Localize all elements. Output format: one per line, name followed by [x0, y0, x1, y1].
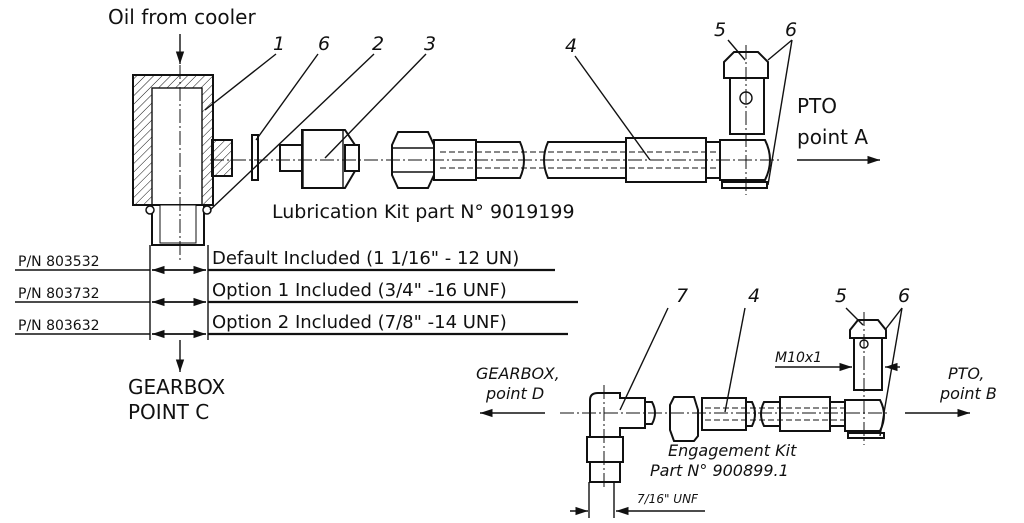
svg-text:5: 5 — [714, 19, 726, 41]
adapter-part-2 — [279, 129, 360, 189]
gearbox-point-c-line1: GEARBOX — [128, 375, 226, 399]
table-row: P/N 803632 Option 2 Included (7/8" -14 U… — [15, 312, 568, 339]
svg-text:2: 2 — [372, 33, 384, 55]
svg-text:7: 7 — [676, 285, 688, 307]
svg-text:P/N 803732: P/N 803732 — [18, 286, 100, 302]
banjo-bolt-part-5-bottom — [844, 312, 887, 445]
engagement-hose-part-4 — [669, 396, 846, 442]
elbow-fitting-part-7 — [586, 385, 656, 490]
svg-text:3: 3 — [424, 33, 436, 55]
svg-text:Option 2 Included (7/8" -14 UN: Option 2 Included (7/8" -14 UNF) — [212, 312, 507, 333]
svg-text:1: 1 — [273, 33, 285, 55]
gearbox-point-c-line2: POINT C — [128, 400, 209, 424]
pto-point-a-line2: point A — [797, 125, 868, 149]
bottom-callouts: 7 4 5 6 — [619, 285, 910, 437]
banjo-eye-and-bolt-part-5 — [719, 45, 771, 195]
thread-unf-label: 7/16" UNF — [637, 492, 699, 506]
engagement-kit-line2: Part N° 900899.1 — [650, 461, 789, 480]
svg-text:4: 4 — [748, 285, 760, 307]
svg-text:Default Included (1 1/16" - 12: Default Included (1 1/16" - 12 UN) — [212, 248, 519, 269]
options-table: P/N 803532 Default Included (1 1/16" - 1… — [15, 245, 578, 340]
pto-point-b-line1: PTO, — [948, 364, 984, 383]
gearbox-point-d-line1: GEARBOX, — [476, 364, 560, 383]
washer-part-6 — [251, 134, 259, 181]
lubrication-kit-label: Lubrication Kit part N° 9019199 — [272, 201, 575, 223]
fitting-body-part-1 — [132, 65, 233, 262]
pto-point-a-line1: PTO — [797, 94, 837, 118]
top-callouts: 1 6 2 3 4 5 6 — [204, 19, 797, 211]
svg-text:5: 5 — [835, 285, 847, 307]
svg-text:6: 6 — [318, 33, 330, 55]
svg-text:6: 6 — [785, 19, 797, 41]
hose-nut-part-3 — [391, 131, 525, 189]
engagement-kit-line1: Engagement Kit — [668, 441, 797, 460]
svg-text:4: 4 — [565, 35, 577, 57]
thread-m10x1-label: M10x1 — [775, 350, 822, 366]
table-row: P/N 803532 Default Included (1 1/16" - 1… — [15, 248, 555, 275]
svg-text:P/N 803632: P/N 803632 — [18, 318, 100, 334]
oil-from-cooler-label: Oil from cooler — [108, 5, 256, 29]
pto-point-b-line2: point B — [939, 384, 997, 403]
svg-text:P/N 803532: P/N 803532 — [18, 254, 100, 270]
svg-text:6: 6 — [898, 285, 910, 307]
gearbox-point-d-line2: point D — [485, 384, 544, 403]
svg-text:Option 1 Included (3/4" -16 UN: Option 1 Included (3/4" -16 UNF) — [212, 280, 507, 301]
table-row: P/N 803732 Option 1 Included (3/4" -16 U… — [15, 280, 578, 307]
